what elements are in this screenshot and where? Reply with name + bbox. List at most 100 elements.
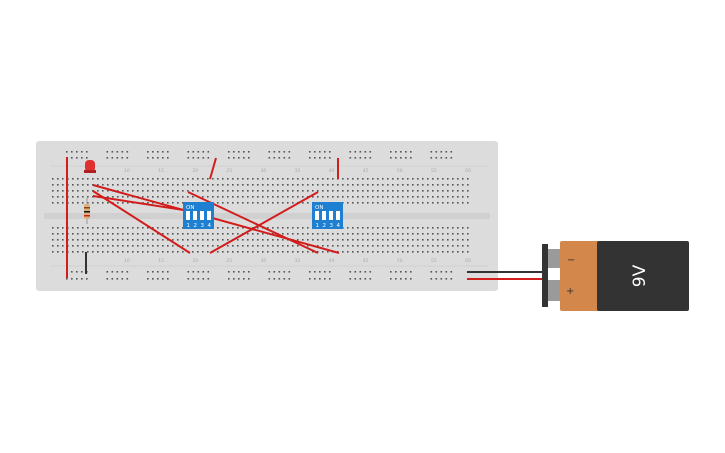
breadboard-hole[interactable]: [87, 239, 89, 241]
breadboard-hole[interactable]: [410, 157, 412, 159]
breadboard-hole[interactable]: [167, 245, 169, 247]
breadboard-hole[interactable]: [152, 190, 154, 192]
breadboard-hole[interactable]: [437, 202, 439, 204]
breadboard-hole[interactable]: [242, 202, 244, 204]
breadboard-hole[interactable]: [152, 239, 154, 241]
breadboard-hole[interactable]: [162, 227, 164, 229]
breadboard-hole[interactable]: [157, 233, 159, 235]
breadboard-hole[interactable]: [372, 233, 374, 235]
breadboard-hole[interactable]: [317, 178, 319, 180]
breadboard-hole[interactable]: [257, 184, 259, 186]
breadboard-hole[interactable]: [352, 245, 354, 247]
breadboard-hole[interactable]: [377, 251, 379, 253]
breadboard-hole[interactable]: [127, 190, 129, 192]
breadboard-hole[interactable]: [467, 239, 469, 241]
breadboard-hole[interactable]: [442, 233, 444, 235]
breadboard-hole[interactable]: [457, 202, 459, 204]
breadboard-hole[interactable]: [52, 190, 54, 192]
breadboard-hole[interactable]: [307, 245, 309, 247]
dip-switch-toggles[interactable]: [315, 211, 340, 220]
breadboard-hole[interactable]: [445, 271, 448, 273]
breadboard-hole[interactable]: [107, 184, 109, 186]
breadboard-hole[interactable]: [287, 196, 289, 198]
breadboard-hole[interactable]: [452, 196, 454, 198]
breadboard-hole[interactable]: [395, 278, 397, 280]
breadboard-hole[interactable]: [442, 190, 444, 192]
breadboard-hole[interactable]: [312, 178, 314, 180]
breadboard-hole[interactable]: [132, 184, 134, 186]
breadboard-hole[interactable]: [116, 157, 119, 159]
breadboard-hole[interactable]: [242, 245, 244, 247]
breadboard-hole[interactable]: [82, 190, 84, 192]
breadboard-hole[interactable]: [62, 227, 64, 229]
breadboard-hole[interactable]: [354, 157, 357, 159]
breadboard-hole[interactable]: [367, 196, 369, 198]
breadboard-hole[interactable]: [452, 251, 454, 253]
breadboard-hole[interactable]: [247, 184, 249, 186]
breadboard-hole[interactable]: [309, 278, 311, 280]
breadboard-hole[interactable]: [121, 278, 124, 280]
breadboard-hole[interactable]: [97, 190, 99, 192]
breadboard-hole[interactable]: [314, 271, 316, 273]
breadboard-hole[interactable]: [167, 184, 169, 186]
breadboard-hole[interactable]: [177, 233, 179, 235]
breadboard-hole[interactable]: [162, 184, 164, 186]
breadboard-hole[interactable]: [283, 151, 286, 153]
breadboard-hole[interactable]: [247, 251, 249, 253]
breadboard-hole[interactable]: [237, 190, 239, 192]
breadboard-hole[interactable]: [87, 227, 89, 229]
breadboard-hole[interactable]: [222, 184, 224, 186]
breadboard-hole[interactable]: [106, 151, 109, 153]
breadboard-hole[interactable]: [72, 190, 74, 192]
breadboard-hole[interactable]: [432, 178, 434, 180]
toggle-3[interactable]: [200, 211, 204, 220]
breadboard-hole[interactable]: [402, 190, 404, 192]
breadboard-hole[interactable]: [227, 178, 229, 180]
breadboard-hole[interactable]: [322, 251, 324, 253]
breadboard-hole[interactable]: [377, 196, 379, 198]
breadboard-hole[interactable]: [327, 239, 329, 241]
breadboard-hole[interactable]: [102, 245, 104, 247]
breadboard-hole[interactable]: [427, 184, 429, 186]
breadboard-hole[interactable]: [62, 233, 64, 235]
breadboard-hole[interactable]: [277, 245, 279, 247]
breadboard-hole[interactable]: [372, 196, 374, 198]
breadboard-hole[interactable]: [407, 190, 409, 192]
breadboard-hole[interactable]: [392, 190, 394, 192]
breadboard-hole[interactable]: [217, 184, 219, 186]
breadboard-hole[interactable]: [157, 196, 159, 198]
breadboard-hole[interactable]: [202, 271, 205, 273]
breadboard-hole[interactable]: [362, 251, 364, 253]
breadboard-hole[interactable]: [238, 271, 240, 273]
breadboard-hole[interactable]: [302, 190, 304, 192]
breadboard-hole[interactable]: [462, 184, 464, 186]
breadboard-hole[interactable]: [152, 245, 154, 247]
breadboard-hole[interactable]: [282, 245, 284, 247]
breadboard-hole[interactable]: [237, 227, 239, 229]
breadboard-hole[interactable]: [97, 227, 99, 229]
breadboard-hole[interactable]: [442, 196, 444, 198]
breadboard-hole[interactable]: [202, 151, 205, 153]
breadboard-hole[interactable]: [202, 196, 204, 198]
breadboard-hole[interactable]: [402, 227, 404, 229]
breadboard-hole[interactable]: [407, 178, 409, 180]
breadboard-hole[interactable]: [238, 278, 240, 280]
breadboard-hole[interactable]: [162, 278, 164, 280]
breadboard-hole[interactable]: [182, 178, 184, 180]
breadboard-hole[interactable]: [242, 196, 244, 198]
breadboard-hole[interactable]: [282, 233, 284, 235]
breadboard-hole[interactable]: [242, 178, 244, 180]
breadboard-hole[interactable]: [319, 151, 321, 153]
breadboard-hole[interactable]: [362, 202, 364, 204]
breadboard-hole[interactable]: [402, 245, 404, 247]
breadboard-hole[interactable]: [117, 239, 119, 241]
breadboard-hole[interactable]: [52, 184, 54, 186]
breadboard-hole[interactable]: [243, 157, 245, 159]
breadboard-hole[interactable]: [212, 184, 214, 186]
breadboard-hole[interactable]: [187, 178, 189, 180]
breadboard-hole[interactable]: [142, 196, 144, 198]
breadboard-hole[interactable]: [467, 245, 469, 247]
breadboard-hole[interactable]: [202, 157, 205, 159]
breadboard-hole[interactable]: [167, 251, 169, 253]
breadboard-hole[interactable]: [106, 157, 109, 159]
